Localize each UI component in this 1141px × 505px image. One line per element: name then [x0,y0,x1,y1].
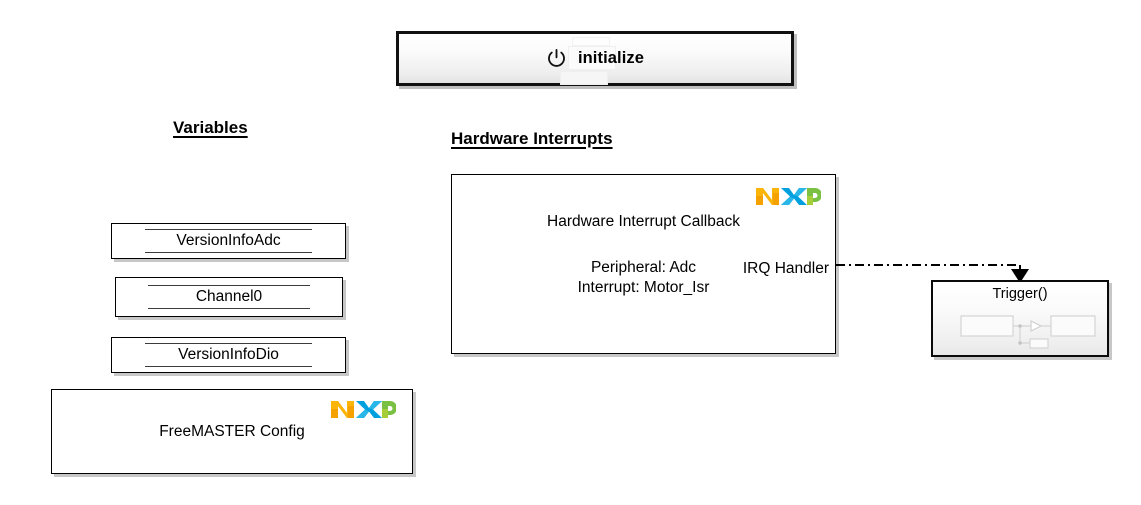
nxp-logo-icon [331,401,396,418]
initialize-ghost-artifact-top [571,37,610,46]
initialize-block-label: initialize [577,49,645,67]
datastore-label: VersionInfoDio [178,345,279,363]
datastore-rule-bottom [144,366,313,368]
hardware-interrupts-heading: Hardware Interrupts [451,129,613,148]
nxp-logo-icon [756,188,821,205]
datastore-rule-top [147,284,311,286]
hardware-interrupt-callback-title: Hardware Interrupt Callback [547,213,740,230]
freemaster-config-label: FreeMASTER Config [159,422,305,440]
irq-to-trigger-connector[interactable] [836,258,1036,290]
datastore-rule-bottom [147,308,311,310]
hardware-interrupt-parameters: Peripheral: Adc Interrupt: Motor_Isr [452,258,835,298]
variables-heading: Variables [173,118,248,137]
initialize-ghost-artifact-bottom [559,71,608,85]
power-icon [548,49,565,67]
initialize-ghost-artifact-mid [567,46,616,70]
down-arrow-icon [1011,269,1029,283]
datastore-block-channel0[interactable]: Channel0 [115,277,343,317]
subsystem-preview-icon [960,315,1096,349]
datastore-label: VersionInfoAdc [176,231,281,249]
freemaster-config-block[interactable]: FreeMASTER Config [51,389,413,474]
irq-handler-port-label: IRQ Handler [742,260,829,277]
initialize-block-content: initialize [546,37,645,85]
trigger-subsystem-label: Trigger() [992,286,1048,302]
initialize-block[interactable]: initialize [396,31,794,86]
peripheral-line: Peripheral: Adc [590,259,697,276]
datastore-block-versioninfodio[interactable]: VersionInfoDio [111,337,346,373]
datastore-block-versioninfoadc[interactable]: VersionInfoAdc [111,223,346,259]
datastore-rule-top [144,228,313,230]
datastore-rule-bottom [144,252,313,254]
datastore-rule-top [144,342,313,344]
trigger-subsystem-block[interactable]: Trigger() [931,280,1109,357]
interrupt-line: Interrupt: Motor_Isr [577,278,710,296]
hardware-interrupt-callback-block[interactable]: Hardware Interrupt Callback Peripheral: … [451,174,836,354]
datastore-label: Channel0 [195,287,263,305]
